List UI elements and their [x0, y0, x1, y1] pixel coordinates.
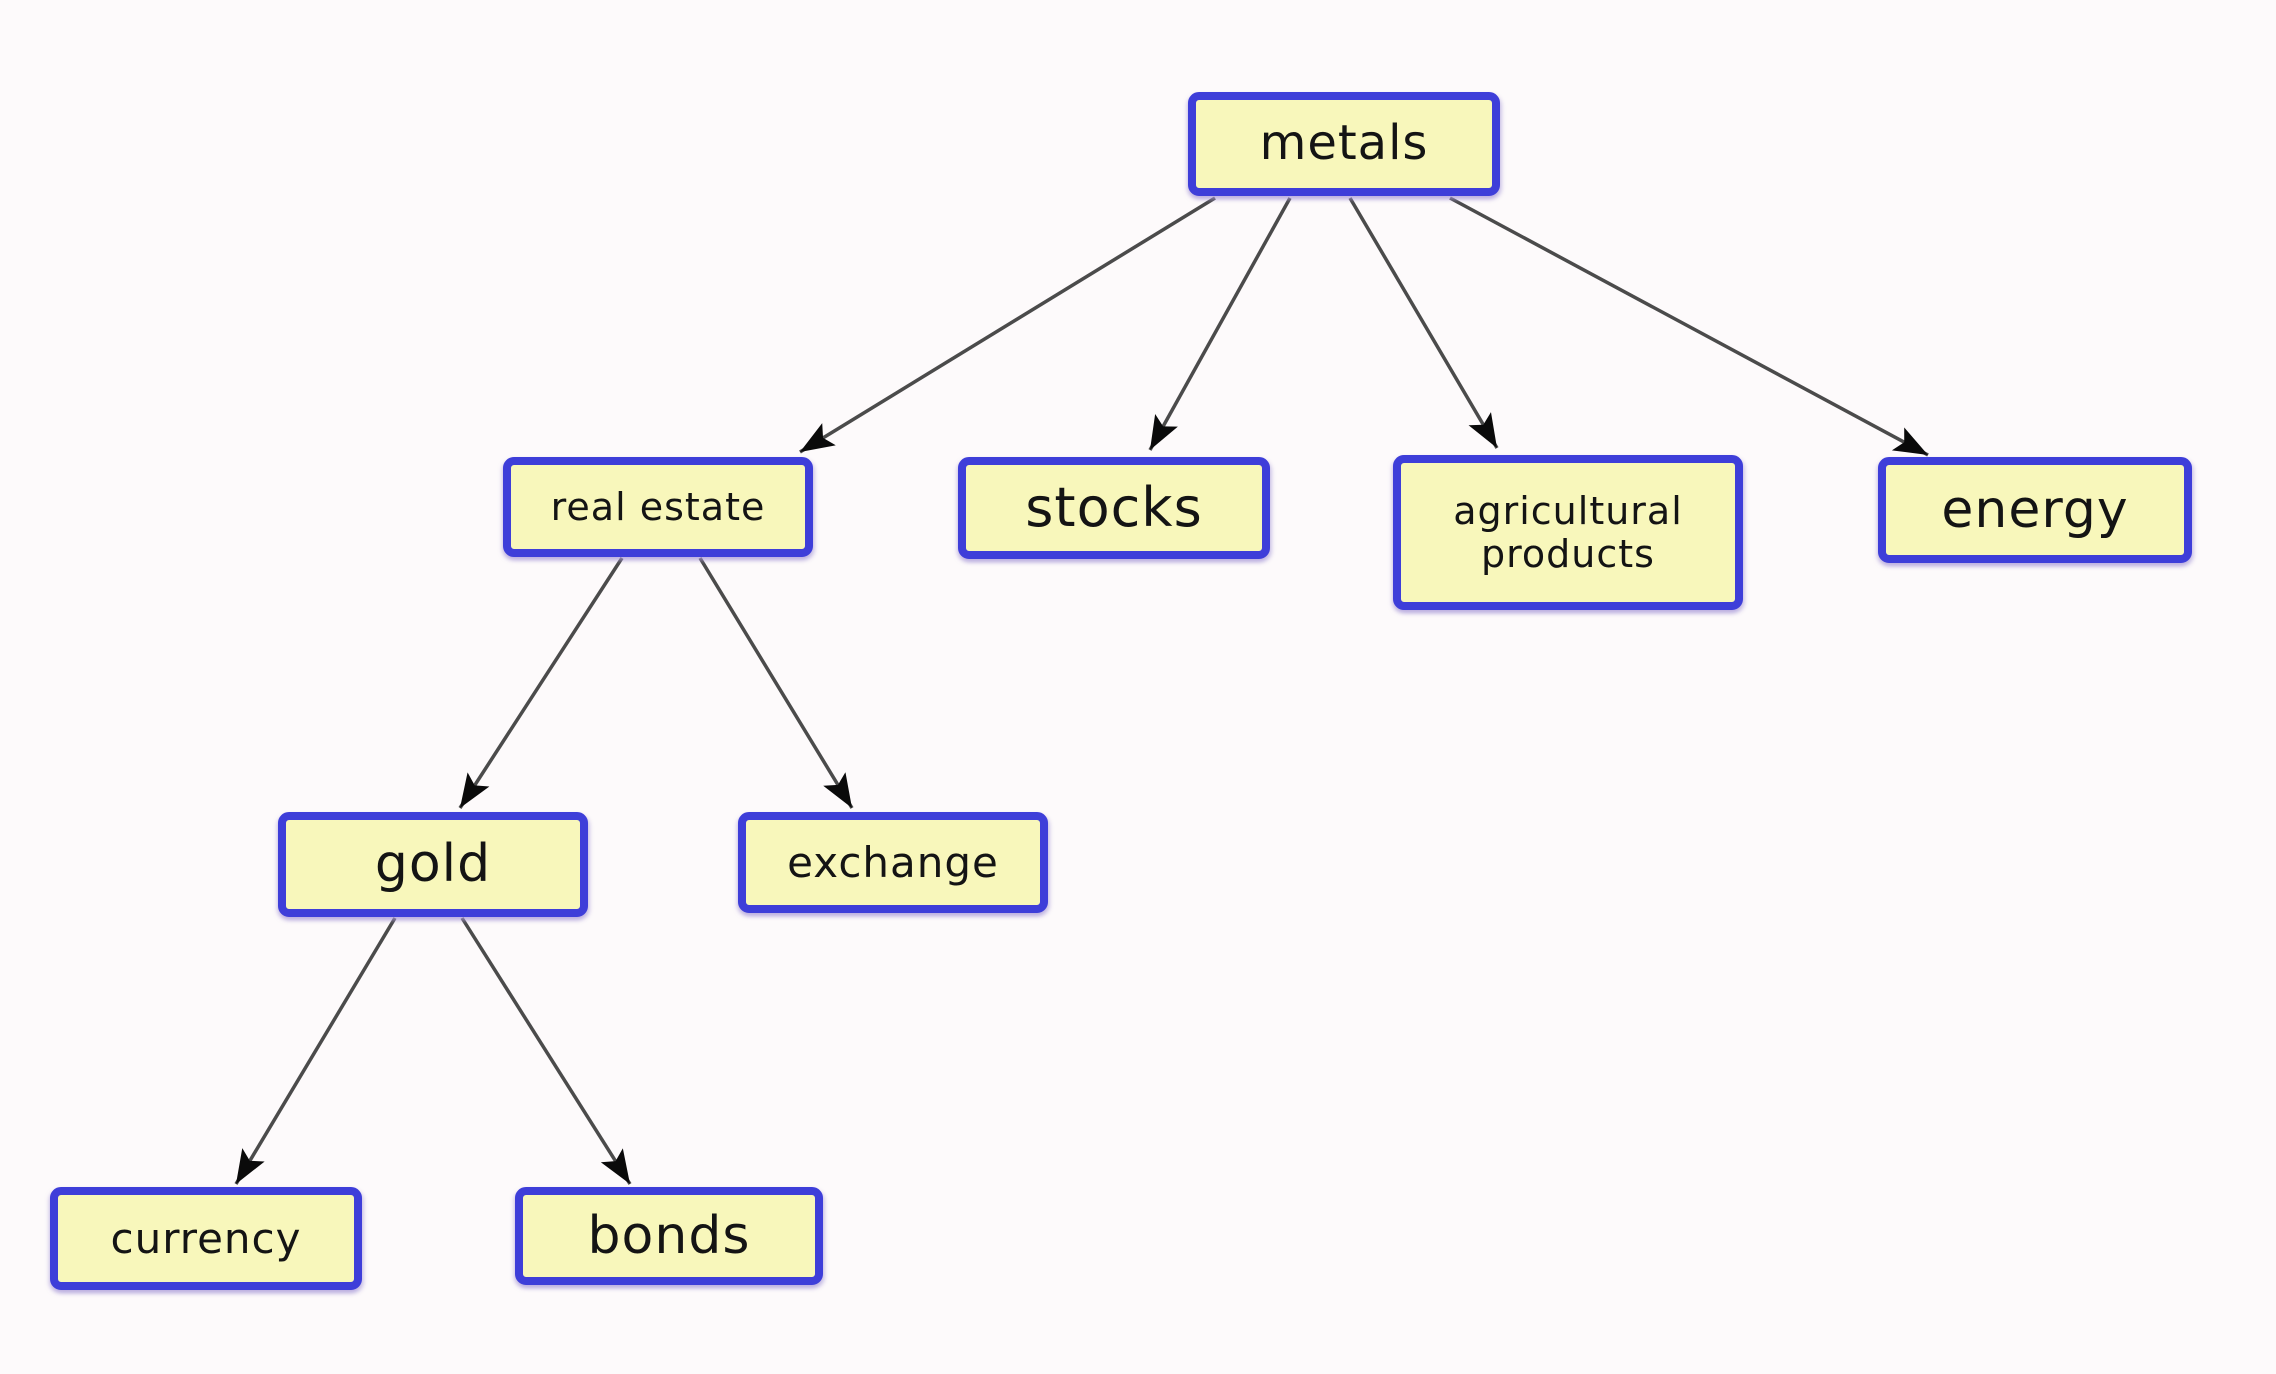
node-real-estate: real estate	[503, 457, 813, 557]
node-gold: gold	[278, 812, 588, 917]
edge-metals-to-agricultural-products	[1348, 197, 1499, 449]
node-currency: currency	[50, 1187, 362, 1290]
edge-real-estate-to-gold	[458, 557, 624, 809]
node-agricultural-products: agricultural products	[1393, 455, 1743, 610]
edge-real-estate-to-exchange	[698, 557, 854, 809]
node-exchange: exchange	[738, 812, 1048, 913]
node-bonds: bonds	[515, 1187, 823, 1285]
edge-metals-to-stocks	[1148, 197, 1292, 451]
node-stocks: stocks	[958, 457, 1270, 559]
edge-gold-to-bonds	[460, 917, 632, 1185]
edge-metals-to-real-estate	[799, 196, 1216, 454]
node-metals: metals	[1188, 92, 1500, 196]
node-energy: energy	[1878, 457, 2192, 563]
edge-metals-to-energy	[1449, 196, 1929, 457]
edge-gold-to-currency	[234, 917, 397, 1185]
